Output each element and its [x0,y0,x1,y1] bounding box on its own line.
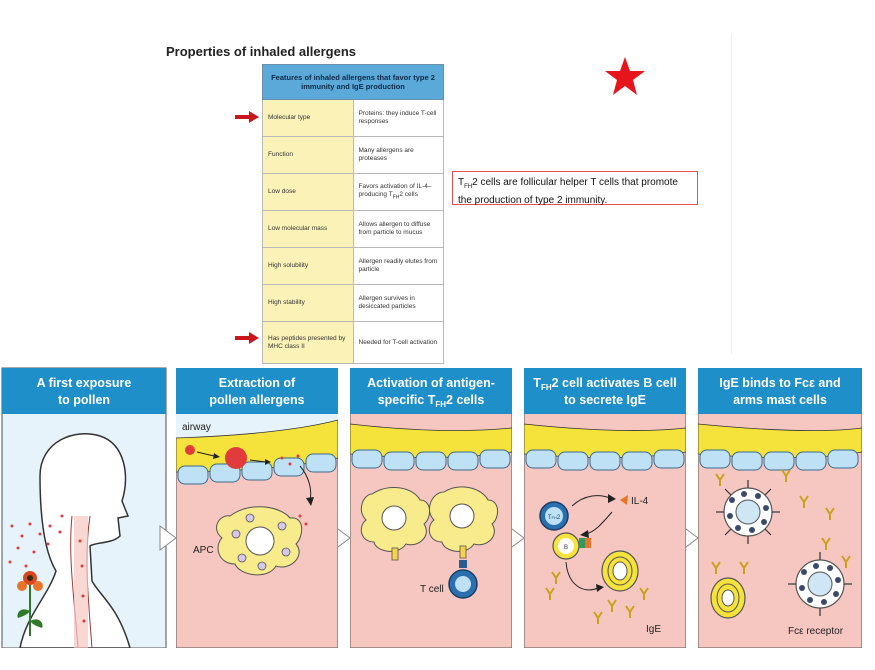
allergen-features-table: Features of inhaled allergens that favor… [262,64,444,364]
panel-title: Extraction of [219,376,296,390]
allergen-sensitization-diagram: A first exposure to pollen [0,367,875,670]
panel-first-exposure: A first exposure to pollen [1,367,167,649]
ige-label: IgE [646,624,661,635]
plasma-cell-icon [710,577,746,619]
panel-title: to secrete IgE [564,393,646,407]
apc-icon [216,506,303,576]
panel-extraction [176,368,338,648]
panel-title: pollen allergens [209,393,304,407]
mast-cell-icon [716,480,780,544]
il4-label: IL-4 [631,496,649,507]
panel-title: to pollen [58,393,110,407]
panel-title: specific TFH2 cells [378,393,485,409]
head-silhouette [19,432,131,648]
ige-icon [711,469,851,574]
divider [731,34,732,354]
tfh-label: TFH2 [548,515,561,521]
effect-cell: Needed for T-cell activation [352,321,444,364]
panel-headers: Extraction of pollen allergens Activatio… [176,368,862,414]
feature-cell: High stability [262,284,354,322]
panel-title: Activation of antigen- [367,376,495,390]
effect-cell: Allergen readily elutes from particle [352,247,444,285]
t-cell-icon [448,560,478,599]
t-cell-label: T cell [420,584,444,595]
effect-cell: Many allergens are proteases [352,136,444,174]
apc-label: APC [193,545,214,556]
feature-cell: Low molecular mass [262,210,354,248]
plasma-cell-icon [601,550,639,592]
il4-icon [620,495,628,505]
arrow-icon [235,111,259,123]
page-title: Properties of inhaled allergens [166,44,356,59]
feature-cell: Has peptides presented by MHC class II [262,321,354,364]
receptor-label: Fcε receptor [788,626,844,637]
allergen-diffusion [185,445,314,528]
panel-title: arms mast cells [733,393,827,407]
table-header: Features of inhaled allergens that favor… [262,64,444,100]
effect-cell: Allows allergen to diffuse from particle… [352,210,444,248]
flower-icon [17,571,43,636]
b-cell-icon: B [552,532,591,560]
effect-cell: Favors activation of IL-4–producing TFH2… [352,173,444,211]
arrow-icon [235,332,259,344]
note-subscript: FH [464,184,473,190]
feature-cell: Function [262,136,354,174]
effect-cell: Allergen survives in desiccated particle… [352,284,444,322]
feature-cell: Low dose [262,173,354,211]
tfh2-note: TFH2 cells are follicular helper T cells… [452,171,698,206]
mast-cell-icon [788,552,852,616]
ige-icon [545,571,649,624]
t-cell-icon: TFH2 [539,501,569,531]
effect-cell: Proteins: they induce T-cell responses [352,99,444,137]
airway-label: airway [182,422,211,433]
feature-cell: Molecular type [262,99,354,137]
panel-title: A first exposure [37,376,132,390]
panel-title: TFH2 cell activates B cell [533,376,676,392]
note-text: 2 cells are follicular helper T cells th… [458,177,678,206]
feature-cell: High solubility [262,247,354,285]
pollen-icon [8,514,86,623]
star-icon [605,57,645,95]
panel-title: IgE binds to Fcε and [719,376,840,390]
svg-text:B: B [564,545,568,551]
apc-icon [360,486,498,561]
note-prefix: T [458,177,465,188]
